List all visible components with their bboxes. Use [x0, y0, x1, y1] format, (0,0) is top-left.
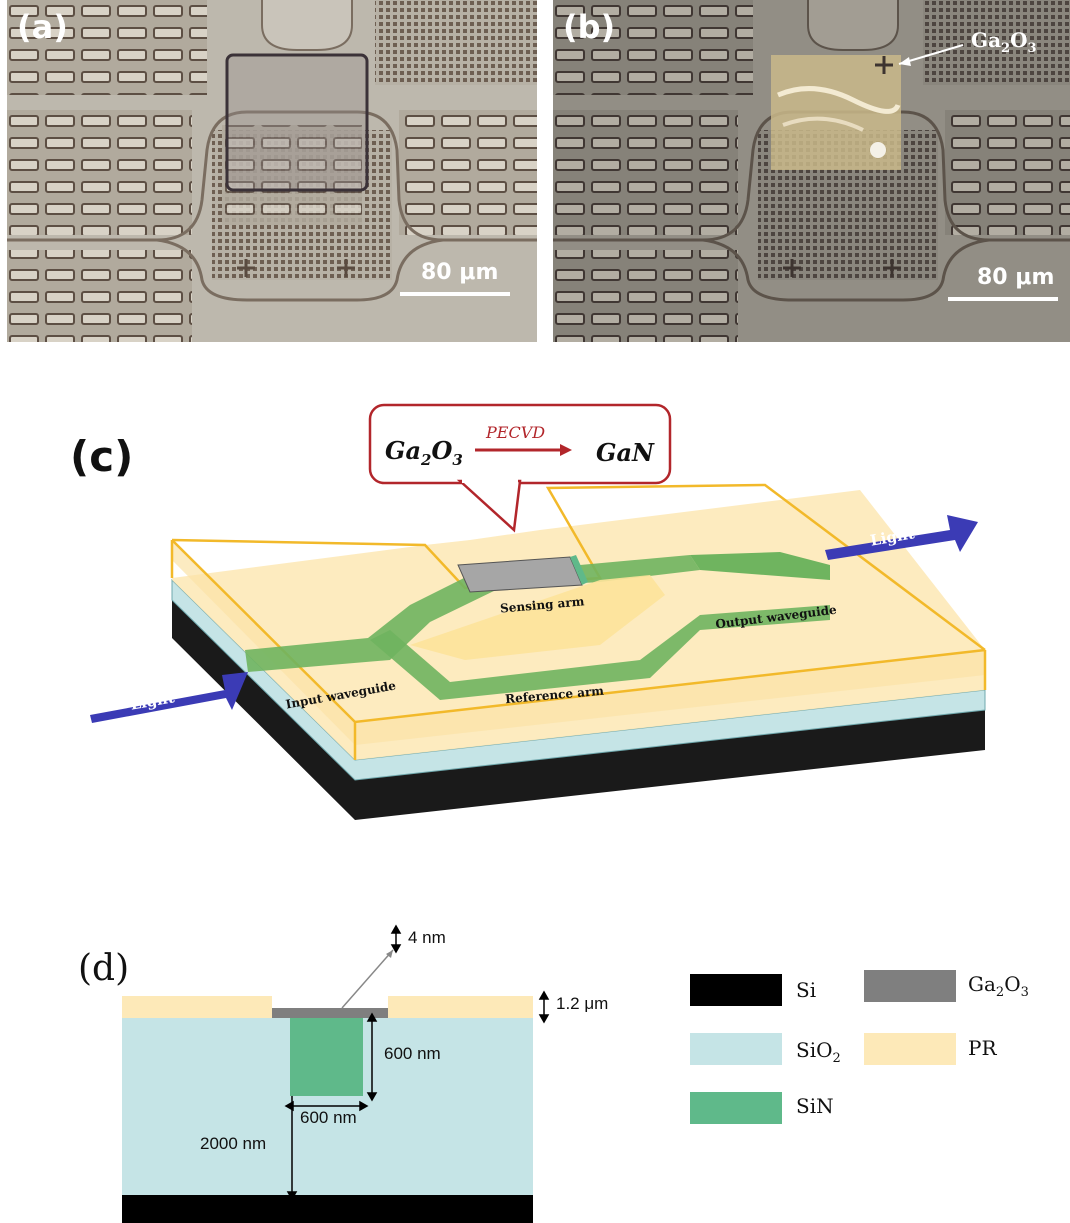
- dim-2000nm: 2000 nm: [200, 1134, 267, 1153]
- ga2o3-annotation-b: Ga2O3: [971, 28, 1037, 56]
- micrograph-b: (b) Ga2O3 80 μm: [553, 0, 1070, 342]
- legend-swatch-sin: [690, 1092, 782, 1124]
- panel-b-label: (b): [563, 8, 616, 46]
- legend-label-sio2: SiO2: [796, 1038, 841, 1066]
- dim-4nm: 4 nm: [408, 928, 446, 947]
- pr-left: [122, 996, 272, 1018]
- callout-ga2o3: Ga2O3: [385, 436, 463, 469]
- panel-d-label: (d): [78, 948, 130, 989]
- mzi-schematic: [90, 403, 987, 820]
- scale-bar-label-b: 80 μm: [977, 265, 1055, 290]
- legend-label-ga2o3: Ga2O3: [968, 972, 1029, 1000]
- micrograph-b-drawing: [553, 0, 1070, 342]
- scale-bar-a: [400, 292, 510, 296]
- si-substrate: [122, 1195, 533, 1223]
- legend-swatch-si: [690, 974, 782, 1006]
- callout-process: PECVD: [486, 423, 546, 442]
- sin-core: [290, 1018, 363, 1096]
- legend: Si Ga2O3 SiO2 PR SiN: [690, 970, 1060, 1130]
- micrograph-a: (a) 80 μm: [7, 0, 537, 342]
- scale-bar-b: [948, 297, 1058, 301]
- panel-a-label: (a): [17, 8, 68, 46]
- legend-swatch-ga2o3: [864, 970, 956, 1002]
- dim-1-2um: 1.2 μm: [556, 994, 609, 1013]
- dim-600nm-height: 600 nm: [384, 1044, 441, 1063]
- ga2o3-layer: [272, 1008, 388, 1018]
- legend-label-pr: PR: [968, 1036, 997, 1060]
- legend-swatch-sio2: [690, 1033, 782, 1065]
- pr-right: [388, 996, 533, 1018]
- legend-swatch-pr: [864, 1033, 956, 1065]
- legend-label-si: Si: [796, 978, 817, 1002]
- callout-gan: GaN: [596, 438, 654, 467]
- panel-c-label: (c): [70, 432, 134, 481]
- cross-section: [122, 924, 550, 1223]
- si-layer-3d: [172, 600, 985, 820]
- dim-600nm-width: 600 nm: [300, 1108, 357, 1127]
- legend-label-sin: SiN: [796, 1094, 834, 1118]
- scale-bar-label-a: 80 μm: [421, 260, 499, 285]
- micrograph-a-drawing: [7, 0, 537, 342]
